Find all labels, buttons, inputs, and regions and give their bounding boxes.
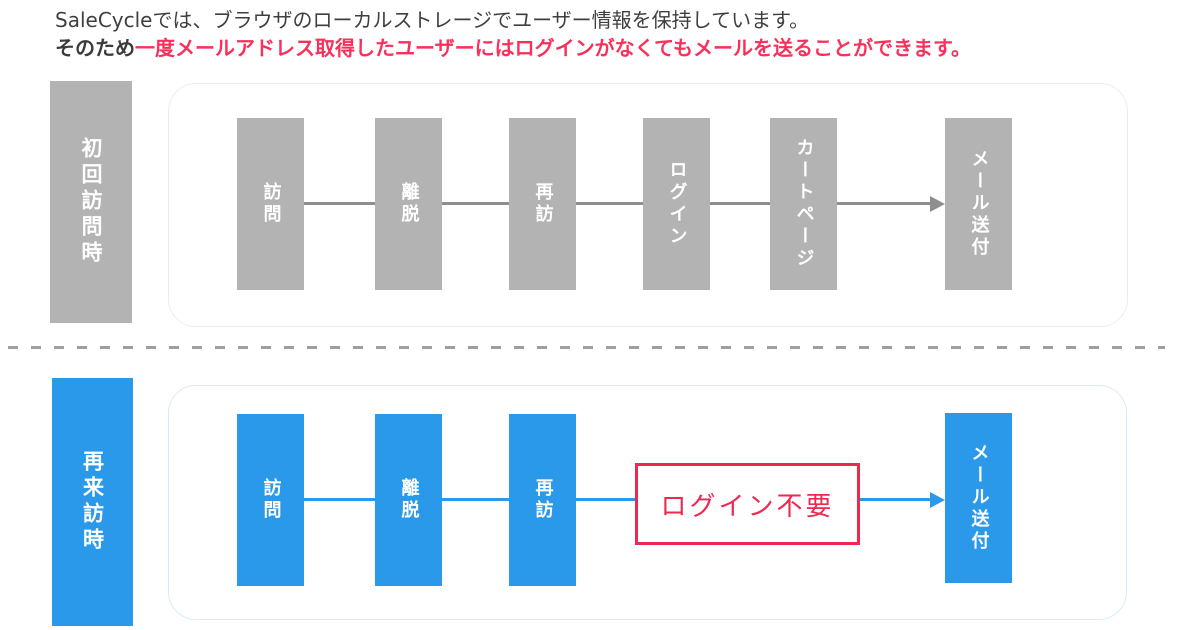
- connector-line: [837, 202, 931, 205]
- flow-step-label: 離脱: [398, 478, 420, 522]
- header-line-2-highlight: 一度メールアドレス取得したユーザーにはログインがなくてもメールを送ることができま…: [135, 36, 971, 60]
- flow-step-login-top: ログイン: [643, 118, 710, 290]
- flow-step-label: 再訪: [532, 182, 554, 226]
- flow-step-label: カートページ: [793, 138, 815, 270]
- connector-line: [860, 498, 930, 501]
- flow-step-cartpage-top: カートページ: [770, 118, 837, 290]
- flow-step-mail-bottom: メール送付: [945, 413, 1012, 583]
- connector-line: [576, 202, 643, 205]
- flow-step-leave-bottom: 離脱: [375, 414, 442, 586]
- connector-line: [304, 498, 375, 501]
- return-visit-label: 再来訪時: [80, 450, 105, 554]
- flow-step-revisit-top: 再訪: [509, 118, 576, 290]
- arrow-right-icon: [930, 492, 945, 508]
- header-line-2: そのため一度メールアドレス取得したユーザーにはログインがなくてもメールを送ること…: [55, 34, 971, 62]
- connector-line: [442, 202, 509, 205]
- connector-line: [710, 202, 770, 205]
- arrow-right-icon: [930, 196, 945, 212]
- flow-step-label: 訪問: [260, 478, 282, 522]
- connector-line: [304, 202, 375, 205]
- header-line-1: SaleCycleでは、ブラウザのローカルストレージでユーザー情報を保持していま…: [55, 8, 810, 32]
- connector-line: [576, 498, 635, 501]
- login-not-required-label: ログイン不要: [660, 491, 835, 522]
- header-line-2-prefix: そのため: [55, 36, 135, 60]
- login-not-required-box: ログイン不要: [635, 463, 860, 545]
- flow-step-label: 訪問: [260, 182, 282, 226]
- flow-step-label: ログイン: [666, 160, 688, 248]
- flow-step-label: 離脱: [398, 182, 420, 226]
- flow-step-mail-top: メール送付: [945, 118, 1012, 290]
- dashed-divider: [8, 346, 1165, 349]
- flow-step-leave-top: 離脱: [375, 118, 442, 290]
- return-visit-label-box: 再来訪時: [52, 378, 133, 626]
- flow-step-revisit-bottom: 再訪: [509, 414, 576, 586]
- flow-step-label: メール送付: [968, 443, 990, 553]
- flow-step-label: メール送付: [968, 149, 990, 259]
- flow-step-visit-top: 訪問: [237, 118, 304, 290]
- connector-line: [442, 498, 509, 501]
- first-visit-label-box: 初回訪問時: [50, 81, 132, 323]
- first-visit-label: 初回訪問時: [79, 137, 103, 267]
- flow-step-label: 再訪: [532, 478, 554, 522]
- flow-step-visit-bottom: 訪問: [237, 414, 304, 586]
